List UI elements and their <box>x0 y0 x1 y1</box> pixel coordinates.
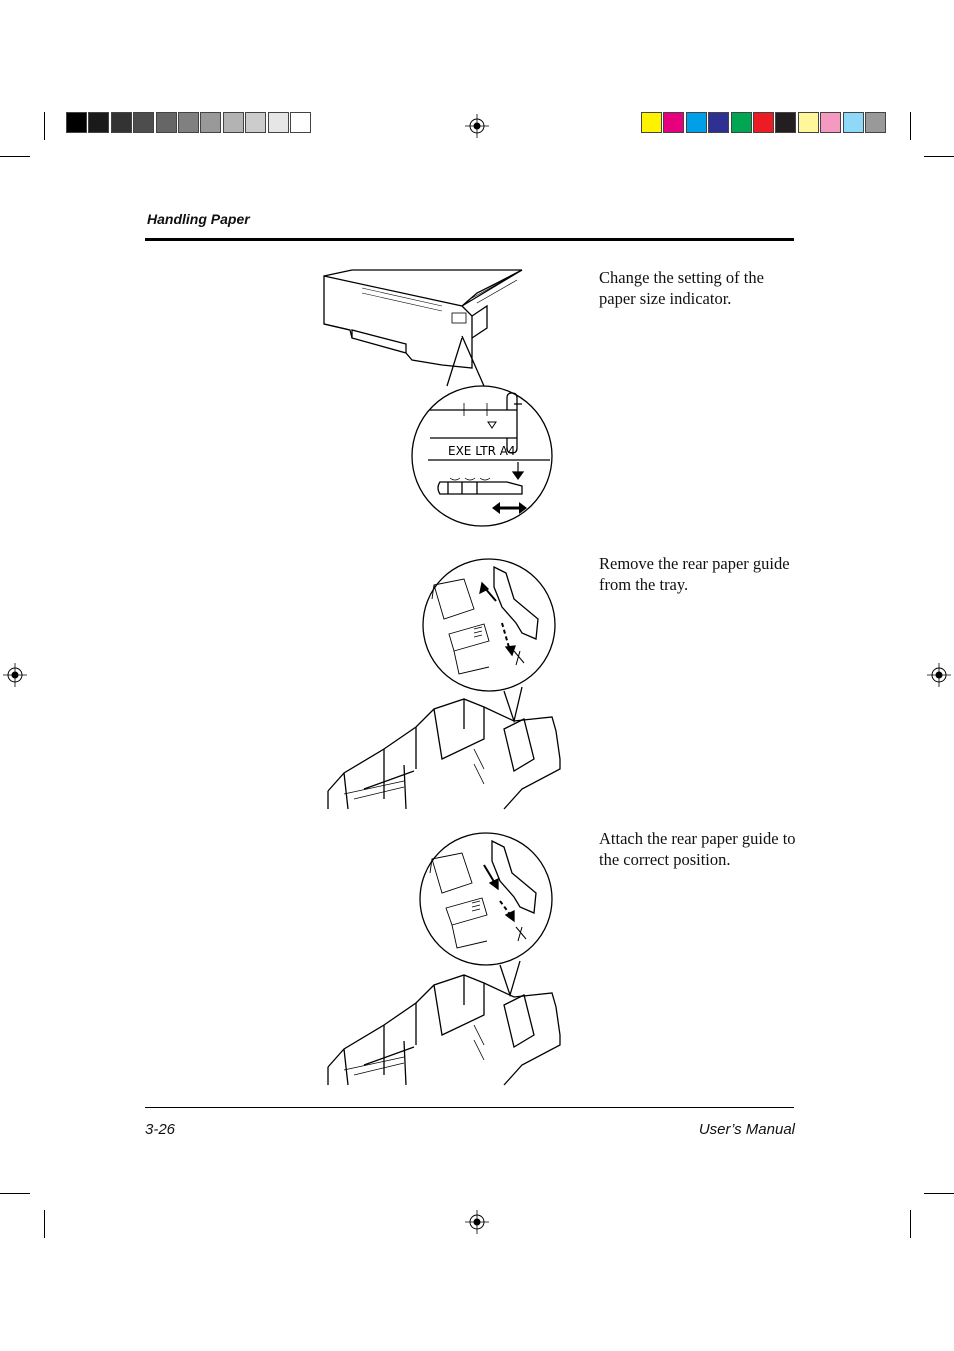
gray-swatch <box>133 112 155 133</box>
gray-swatch <box>178 112 199 133</box>
color-swatch <box>797 112 819 133</box>
gray-swatch <box>267 112 289 133</box>
gray-swatch <box>110 112 132 133</box>
gray-swatch <box>245 112 267 133</box>
page-number: 3-26 <box>145 1121 176 1138</box>
indicator-size-labels: EXE LTR A4 <box>448 444 516 458</box>
color-swatch <box>663 112 685 133</box>
color-swatch <box>641 112 662 133</box>
footer-rule <box>145 1107 794 1108</box>
color-swatch <box>820 112 842 133</box>
step-3-text: Attach the rear paper guide to the corre… <box>599 829 796 869</box>
gray-swatch <box>222 112 244 133</box>
gray-swatch <box>155 112 177 133</box>
color-swatch <box>708 112 730 133</box>
registration-mark-left <box>3 663 27 687</box>
header-rule <box>145 238 794 241</box>
section-title: Handling Paper <box>147 211 250 227</box>
gray-swatch <box>88 112 110 133</box>
color-swatch <box>775 112 797 133</box>
color-swatch <box>865 112 886 133</box>
gray-swatch <box>290 112 311 133</box>
registration-mark-top <box>465 114 489 138</box>
registration-mark-right <box>927 663 951 687</box>
manual-title: User’s Manual <box>698 1121 795 1138</box>
registration-mark-bottom <box>465 1210 489 1234</box>
paper-size-indicator-illustration: EXE LTR A4 <box>323 269 553 527</box>
color-swatch <box>685 112 707 133</box>
remove-rear-guide-illustration <box>327 558 561 810</box>
gray-swatch <box>66 112 87 133</box>
attach-rear-guide-illustration <box>327 832 561 1086</box>
gray-swatch <box>200 112 222 133</box>
step-1-text: Change the setting of the paper size ind… <box>599 268 764 308</box>
color-swatch <box>730 112 752 133</box>
step-2-text: Remove the rear paper guide from the tra… <box>599 554 790 594</box>
color-swatch <box>753 112 774 133</box>
color-swatch <box>842 112 864 133</box>
